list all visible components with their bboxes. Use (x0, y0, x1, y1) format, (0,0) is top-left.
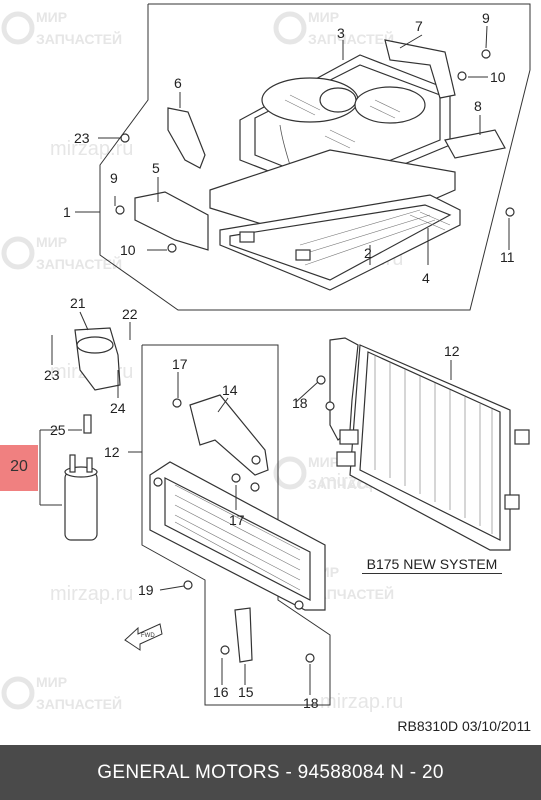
callout-1: 1 (63, 204, 71, 220)
condenser-drawing (149, 461, 326, 611)
callout-19: 19 (138, 582, 154, 598)
drawing-code: RB8310D 03/10/2011 (397, 718, 531, 734)
callout-14: 14 (222, 382, 238, 398)
watermark-text: ЗАПЧАСТЕЙ (308, 585, 394, 602)
watermark-text: ЗАПЧАСТЕЙ (36, 255, 122, 272)
callout-4: 4 (422, 270, 430, 286)
highlighted-part-number: 20 (10, 458, 28, 475)
highlighted-part-badge[interactable]: 20 (0, 445, 38, 491)
callout-7: 7 (415, 18, 423, 34)
callout-12: 12 (444, 343, 460, 359)
bolts-top (115, 49, 515, 253)
forward-arrow-label: FWD (141, 633, 155, 639)
callout-12: 12 (104, 444, 120, 460)
radiator-drawing (219, 194, 461, 291)
callout-15: 15 (238, 684, 254, 700)
watermark-text: ЗАПЧАСТЕЙ (36, 695, 122, 712)
callout-16: 16 (213, 684, 229, 700)
callout-5: 5 (152, 160, 160, 176)
callout-17: 17 (172, 356, 188, 372)
system-label: B175 NEW SYSTEM (362, 556, 502, 574)
callout-11: 11 (500, 249, 515, 265)
forward-arrow-icon: FWD (124, 623, 163, 651)
callout-10: 10 (490, 69, 506, 85)
watermark-text: МИР (36, 674, 67, 690)
brackets-drawing (134, 39, 506, 251)
bracket-15-drawing (220, 607, 315, 663)
callout-numbers: 3 6 7 9 10 8 23 9 5 1 10 2 4 11 21 22 12… (44, 10, 515, 711)
parts-diagram: МИР ЗАПЧАСТЕЙ МИР ЗАПЧАСТЕЙ mirzap.ru mi… (1, 3, 531, 713)
footer-bar: GENERAL MOTORS - 94588084 N - 20 (0, 745, 541, 800)
fan-shroud-drawing (209, 54, 456, 246)
callout-18: 18 (303, 695, 319, 711)
condenser-assembly-outline (141, 344, 331, 706)
bracket-14-drawing (172, 394, 269, 492)
new-system-condenser-drawing (316, 337, 530, 551)
watermark-text: МИР (308, 9, 339, 25)
callout-2: 2 (364, 245, 372, 261)
callout-24: 24 (110, 400, 126, 416)
watermark-text: МИР (308, 454, 339, 470)
watermark-text: ЗАПЧАСТЕЙ (36, 30, 122, 47)
callout-9: 9 (482, 10, 490, 26)
callout-3: 3 (337, 25, 345, 41)
callout-23: 23 (74, 130, 90, 146)
callout-23: 23 (44, 367, 60, 383)
watermark-text: ЗАПЧАСТЕЙ (308, 30, 394, 47)
watermark-site: mirzap.ru (50, 138, 133, 160)
callout-22: 22 (122, 306, 138, 322)
callout-9: 9 (110, 170, 118, 186)
callout-6: 6 (174, 75, 182, 91)
callout-21: 21 (70, 295, 86, 311)
callout-17: 17 (229, 512, 245, 528)
callout-10: 10 (120, 242, 136, 258)
watermark-site: mirzap.ru (320, 691, 403, 713)
watermark-site: mirzap.ru (50, 583, 133, 605)
callout-25: 25 (50, 422, 66, 438)
watermark-text: МИР (36, 9, 67, 25)
leader-lines (51, 25, 510, 695)
receiver-drier-drawing (39, 327, 121, 541)
fan-assembly-outline (99, 3, 531, 311)
watermark-text: МИР (36, 234, 67, 250)
callout-18: 18 (292, 395, 308, 411)
callout-8: 8 (474, 98, 482, 114)
